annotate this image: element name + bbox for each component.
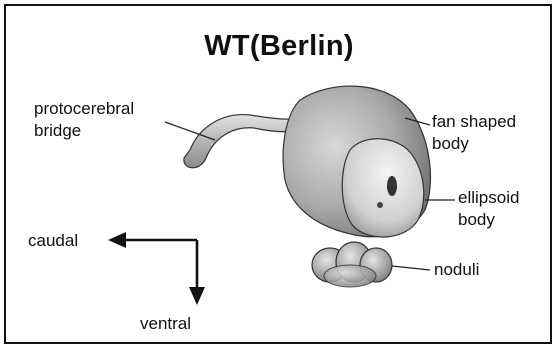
ellipsoid-body-canal: [387, 176, 397, 196]
label-ellipsoid-body: body: [458, 209, 495, 231]
noduli-shape: [312, 242, 392, 287]
ellipsoid-body-shape: [342, 139, 424, 237]
label-bridge: bridge: [34, 120, 81, 142]
label-ventral: ventral: [140, 313, 191, 335]
orientation-arrows: [108, 232, 205, 305]
label-noduli: noduli: [434, 259, 479, 281]
noduli-leader-line: [392, 266, 430, 270]
label-fan-body: body: [432, 133, 469, 155]
label-fan-shaped: fan shaped: [432, 111, 516, 133]
label-caudal: caudal: [28, 230, 78, 252]
label-ellipsoid: ellipsoid: [458, 187, 519, 209]
label-protocerebral: protocerebral: [34, 98, 134, 120]
